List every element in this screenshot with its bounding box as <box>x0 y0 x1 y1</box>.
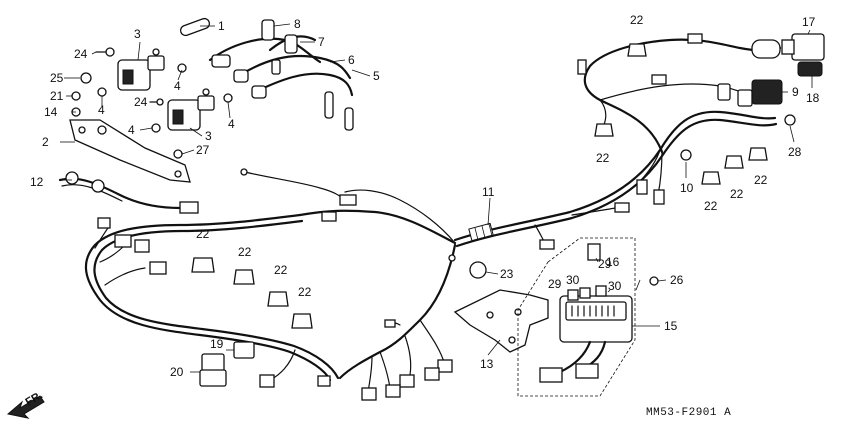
leader-lines <box>60 23 813 373</box>
callout-25: 25 <box>50 71 64 85</box>
callout-4: 4 <box>228 117 235 131</box>
coil-bracket <box>69 119 191 183</box>
callout-3: 3 <box>205 129 212 143</box>
callout-22: 22 <box>274 263 288 277</box>
callout-29: 29 <box>598 257 612 271</box>
callout-12: 12 <box>30 175 44 189</box>
callout-22: 22 <box>754 173 768 187</box>
connector-20 <box>199 353 227 387</box>
callout-4: 4 <box>128 123 135 137</box>
callout-19: 19 <box>210 337 224 351</box>
fuse-box-assembly <box>517 237 636 397</box>
callout-22: 22 <box>704 199 718 213</box>
callout-28: 28 <box>788 145 802 159</box>
callout-24: 24 <box>74 47 88 61</box>
callout-21: 21 <box>50 89 64 103</box>
main-wire-harness <box>84 33 782 401</box>
callout-18: 18 <box>806 91 820 105</box>
callout-16: 16 <box>606 255 620 269</box>
callout-22: 22 <box>238 245 252 259</box>
callout-22: 22 <box>630 13 644 27</box>
callout-3: 3 <box>134 27 141 41</box>
callout-30: 30 <box>608 279 622 293</box>
callout-26: 26 <box>670 273 684 287</box>
connector-cap-18 <box>797 61 823 77</box>
resistor-cylinder <box>751 39 781 59</box>
rubber-mounts <box>191 43 796 329</box>
callout-20: 20 <box>170 365 184 379</box>
callout-9: 9 <box>792 85 799 99</box>
callout-11: 11 <box>482 185 495 199</box>
callout-15: 15 <box>664 319 678 333</box>
callout-13: 13 <box>480 357 494 371</box>
callout-30: 30 <box>566 273 580 287</box>
callout-22: 22 <box>196 227 210 241</box>
sub-harness <box>58 171 199 214</box>
callout-17: 17 <box>802 15 816 29</box>
callout-4: 4 <box>98 103 105 117</box>
ignition-coil-upper <box>117 48 165 91</box>
callout-1: 1 <box>218 19 225 33</box>
diagram-code: MM53-F2901 A <box>646 407 731 419</box>
callout-8: 8 <box>294 17 301 31</box>
callout-24: 24 <box>134 95 148 109</box>
callout-7: 7 <box>318 35 325 49</box>
relay-17 <box>781 33 825 61</box>
callout-23: 23 <box>500 267 514 281</box>
fuse-box-bracket <box>453 289 549 353</box>
callout-labels: 1 2 3 3 4 4 4 4 5 6 7 8 9 10 11 12 13 14… <box>30 13 820 379</box>
callout-10: 10 <box>680 181 694 195</box>
callout-22: 22 <box>596 151 610 165</box>
callout-2: 2 <box>42 135 49 149</box>
regulator-9 <box>717 79 783 107</box>
callout-14: 14 <box>44 105 58 119</box>
callout-22: 22 <box>730 187 744 201</box>
callout-5: 5 <box>373 69 380 83</box>
callout-29: 29 <box>548 277 562 291</box>
callout-4: 4 <box>174 79 181 93</box>
callout-6: 6 <box>348 53 355 67</box>
callout-27: 27 <box>196 143 210 157</box>
ignition-coil-lower <box>167 88 215 131</box>
connector-19 <box>233 341 255 359</box>
front-direction-arrow: FR. <box>6 389 45 419</box>
front-label: FR. <box>24 389 45 408</box>
callout-22: 22 <box>298 285 312 299</box>
spark-plug-wires <box>179 17 354 131</box>
